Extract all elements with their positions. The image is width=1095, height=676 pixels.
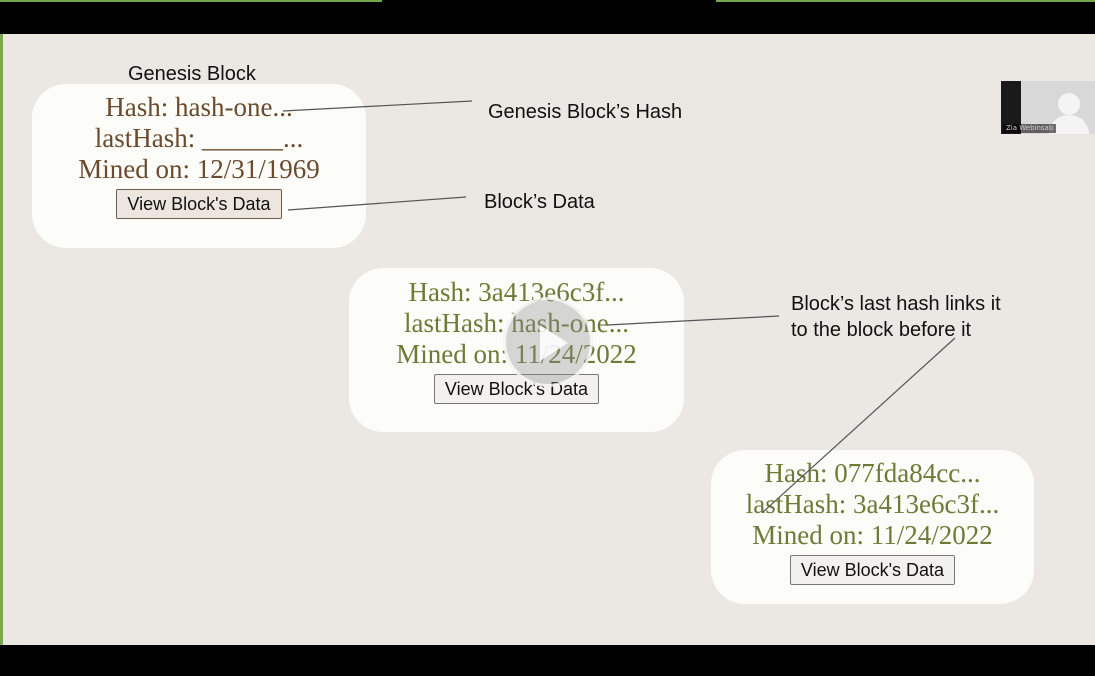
last-hash-annotation-line-1: Block’s last hash links it (791, 293, 1001, 315)
top-accent-right (716, 0, 1095, 2)
block-mined-date-text: Mined on: 12/31/1969 (78, 154, 320, 184)
block-hash-text: Hash: 3a413e6c3f... (408, 277, 625, 307)
block-mined-date-text: Mined on: 11/24/2022 (752, 520, 993, 550)
block-last-hash-text: lastHash: 3a413e6c3f... (745, 489, 1000, 519)
view-block-data-button[interactable]: View Block's Data (789, 555, 956, 585)
slide-left-edge (0, 34, 3, 645)
webcam-thumbnail[interactable]: Zia Webinsab (1001, 81, 1095, 134)
genesis-hash-annotation: Genesis Block’s Hash (488, 101, 683, 123)
genesis-block-title: Genesis Block (128, 63, 256, 85)
block-card-3: Hash: 077fda84cc... lastHash: 3a413e6c3f… (711, 450, 1034, 604)
block-hash-text: Hash: hash-one... (105, 92, 293, 122)
participant-name-label: Zia Webinsab (1003, 124, 1057, 133)
genesis-block-card: Hash: hash-one... lastHash: ______... Mi… (32, 84, 366, 248)
webcam-video-tile (1021, 81, 1095, 134)
bottom-letterbox-bar (0, 645, 1095, 676)
video-play-button[interactable] (503, 297, 593, 387)
play-icon (540, 325, 568, 361)
block-hash-text: Hash: 077fda84cc... (764, 458, 981, 488)
avatar-body-icon (1049, 115, 1089, 134)
block-data-annotation: Block’s Data (484, 191, 595, 213)
view-block-data-button[interactable]: View Block's Data (116, 189, 282, 219)
top-accent-left (0, 0, 382, 2)
top-letterbox-bar (0, 0, 1095, 34)
last-hash-annotation-line-2: to the block before it (791, 319, 972, 341)
avatar-head-icon (1058, 93, 1080, 115)
block-last-hash-text: lastHash: ______... (94, 123, 304, 153)
